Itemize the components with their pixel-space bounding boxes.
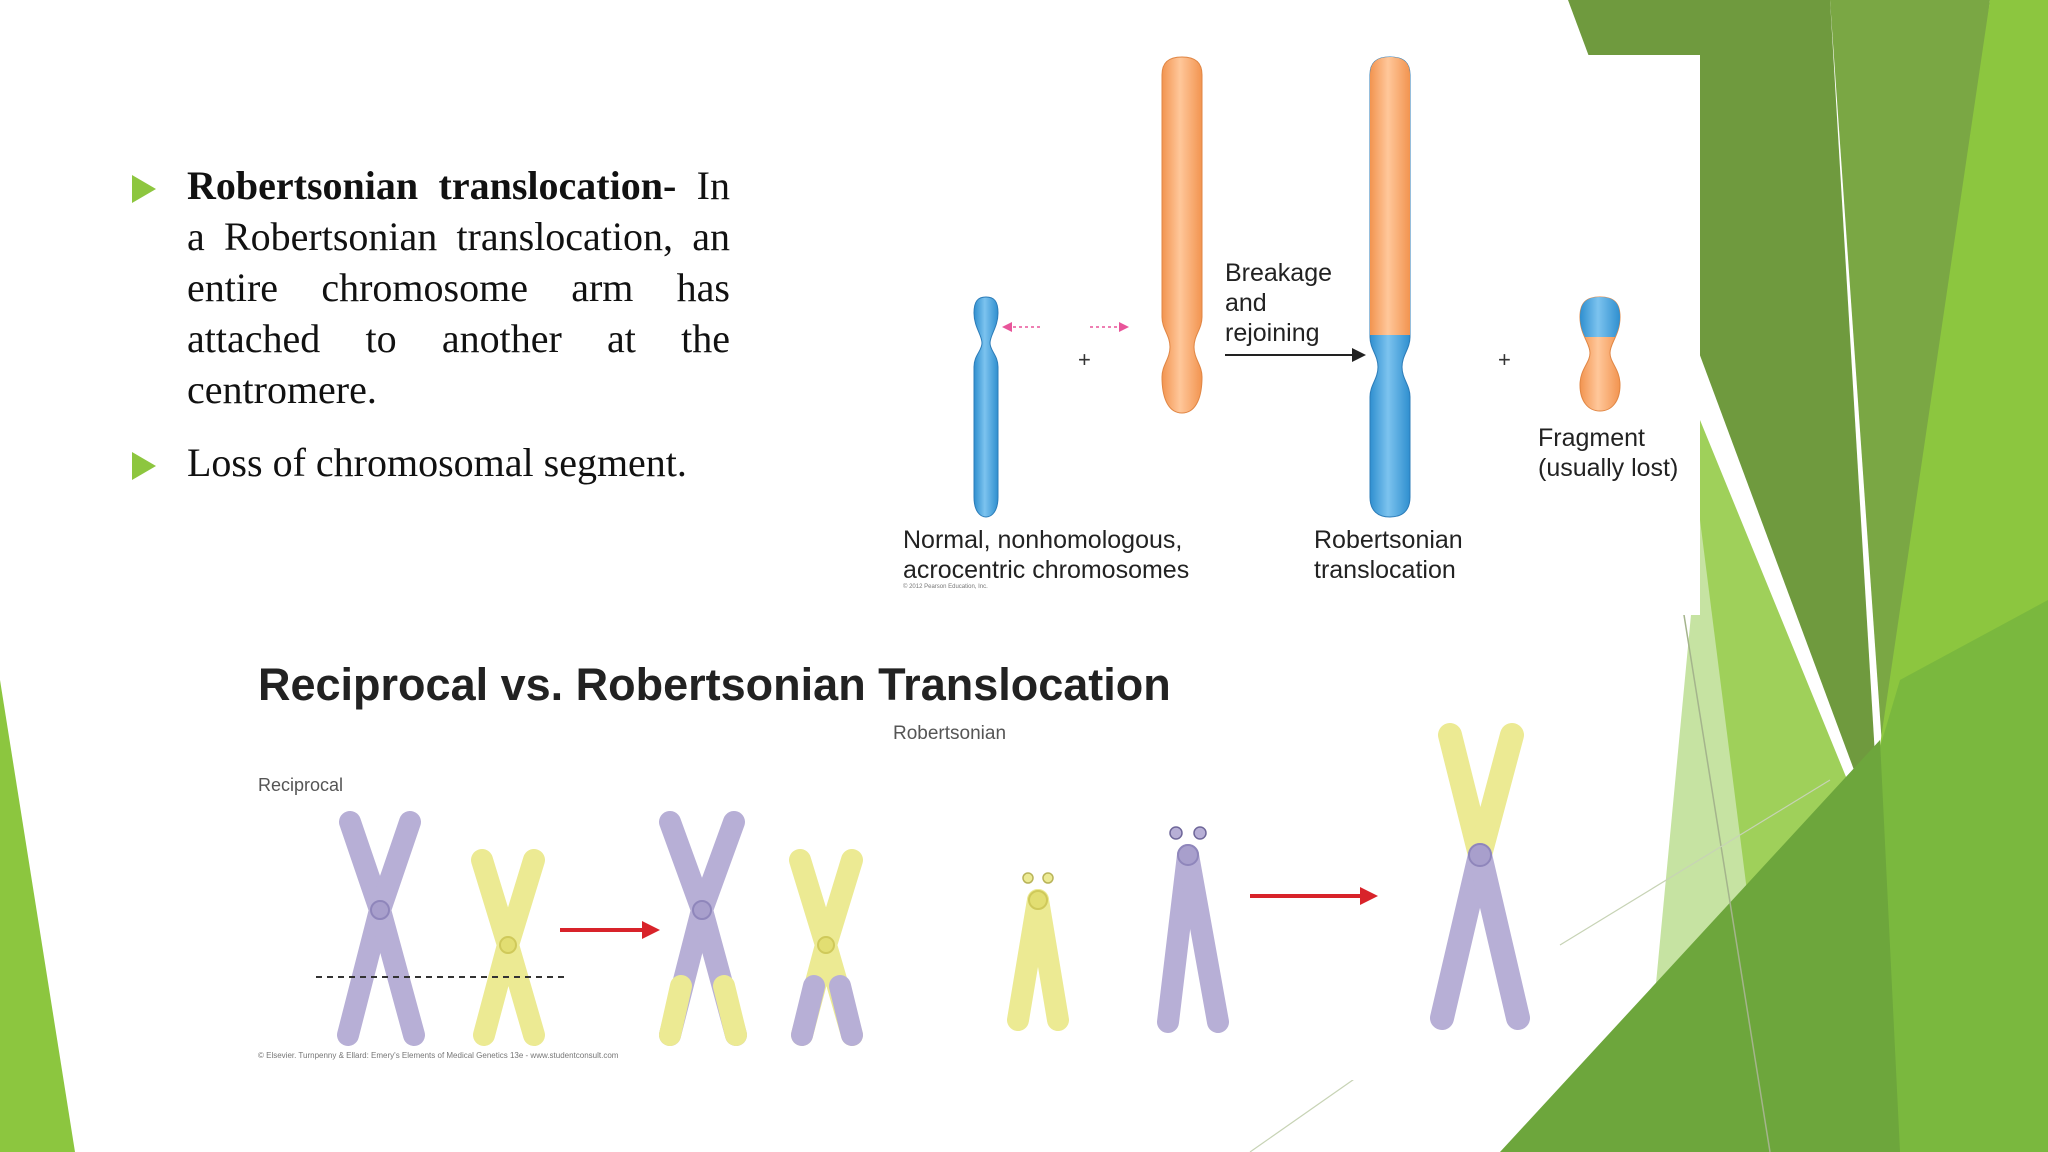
reciprocal-vs-robertsonian-diagram: Reciprocal vs. Robertsonian Translocatio… xyxy=(250,650,1540,1080)
robertsonian-fused-chromosome xyxy=(1430,723,1530,1030)
yellow-chromosome-1 xyxy=(471,849,545,1046)
bullet-title: Robertsonian translocation- xyxy=(187,163,677,208)
svg-text:Normal, nonhomologous,: Normal, nonhomologous, xyxy=(903,526,1182,554)
rejoining-arrow xyxy=(1225,348,1366,362)
svg-text:translocation: translocation xyxy=(1314,556,1456,584)
bullet-paragraph: Loss of chromosomal segment. xyxy=(187,437,730,488)
yellow-chromosome-2 xyxy=(789,849,863,1046)
bullet-text: In a Robertsonian translocation, an enti… xyxy=(187,163,730,412)
plus-sign-1: + xyxy=(1078,347,1091,372)
breakage-label: Breakage and rejoining xyxy=(1225,259,1332,347)
deco-thin-line-2 xyxy=(1559,779,1831,946)
triangle-bullet-icon xyxy=(132,452,156,480)
deco-olive-band xyxy=(1830,0,1990,860)
svg-text:acrocentric chromosomes: acrocentric chromosomes xyxy=(903,556,1189,584)
deco-thin-line-3 xyxy=(1249,1074,1361,1152)
svg-text:Robertsonian: Robertsonian xyxy=(1314,526,1463,554)
svg-text:and: and xyxy=(1225,289,1267,317)
svg-text:rejoining: rejoining xyxy=(1225,319,1320,347)
deco-lower-green-band xyxy=(1500,740,1900,1152)
bullet-text: Loss of chromosomal segment. xyxy=(187,440,687,485)
red-arrow-reciprocal xyxy=(560,921,660,939)
fragment-label: Fragment (usually lost) xyxy=(1538,424,1678,482)
bullet-paragraph: Robertsonian translocation- In a Roberts… xyxy=(187,160,730,415)
svg-text:(usually lost): (usually lost) xyxy=(1538,454,1678,482)
svg-text:Fragment: Fragment xyxy=(1538,424,1645,452)
deco-left-green-band xyxy=(0,680,75,1152)
fragment-chromosome xyxy=(1579,296,1621,412)
yellow-acrocentric-chromosome xyxy=(1007,872,1069,1031)
svg-text:Breakage: Breakage xyxy=(1225,259,1332,287)
bullet-loss-segment: Loss of chromosomal segment. xyxy=(130,437,730,488)
normal-chromosomes-label: Normal, nonhomologous, acrocentric chrom… xyxy=(903,526,1189,584)
orange-acrocentric-chromosome xyxy=(1161,56,1203,414)
bullet-robertsonian: Robertsonian translocation- In a Roberts… xyxy=(130,160,730,415)
blue-acrocentric-chromosome xyxy=(973,296,999,518)
pink-break-arrow-left xyxy=(1002,322,1040,332)
figure-credit: © 2012 Pearson Education, Inc. xyxy=(903,583,988,590)
figure-title: Reciprocal vs. Robertsonian Translocatio… xyxy=(258,659,1171,710)
figure-credit: © Elsevier. Turnpenny & Ellard: Emery's … xyxy=(258,1051,619,1060)
purple-acrocentric-chromosome xyxy=(1157,826,1229,1033)
bullet-list: Robertsonian translocation- In a Roberts… xyxy=(130,160,730,510)
purple-chromosome-1 xyxy=(337,811,425,1046)
label-reciprocal: Reciprocal xyxy=(258,775,343,795)
robertsonian-translocation-diagram: + Breakage and rejoining + Fragment xyxy=(880,55,1700,615)
pink-break-arrow-right xyxy=(1090,322,1129,332)
triangle-bullet-icon xyxy=(132,175,156,203)
plus-sign-2: + xyxy=(1498,347,1511,372)
label-robertsonian: Robertsonian xyxy=(893,723,1006,744)
red-arrow-robertsonian xyxy=(1250,887,1378,905)
robertsonian-chromosome xyxy=(1369,56,1411,518)
robertsonian-translocation-label: Robertsonian translocation xyxy=(1314,526,1463,584)
deco-thin-line-1 xyxy=(1679,589,1771,1152)
purple-chromosome-2 xyxy=(659,811,747,1046)
